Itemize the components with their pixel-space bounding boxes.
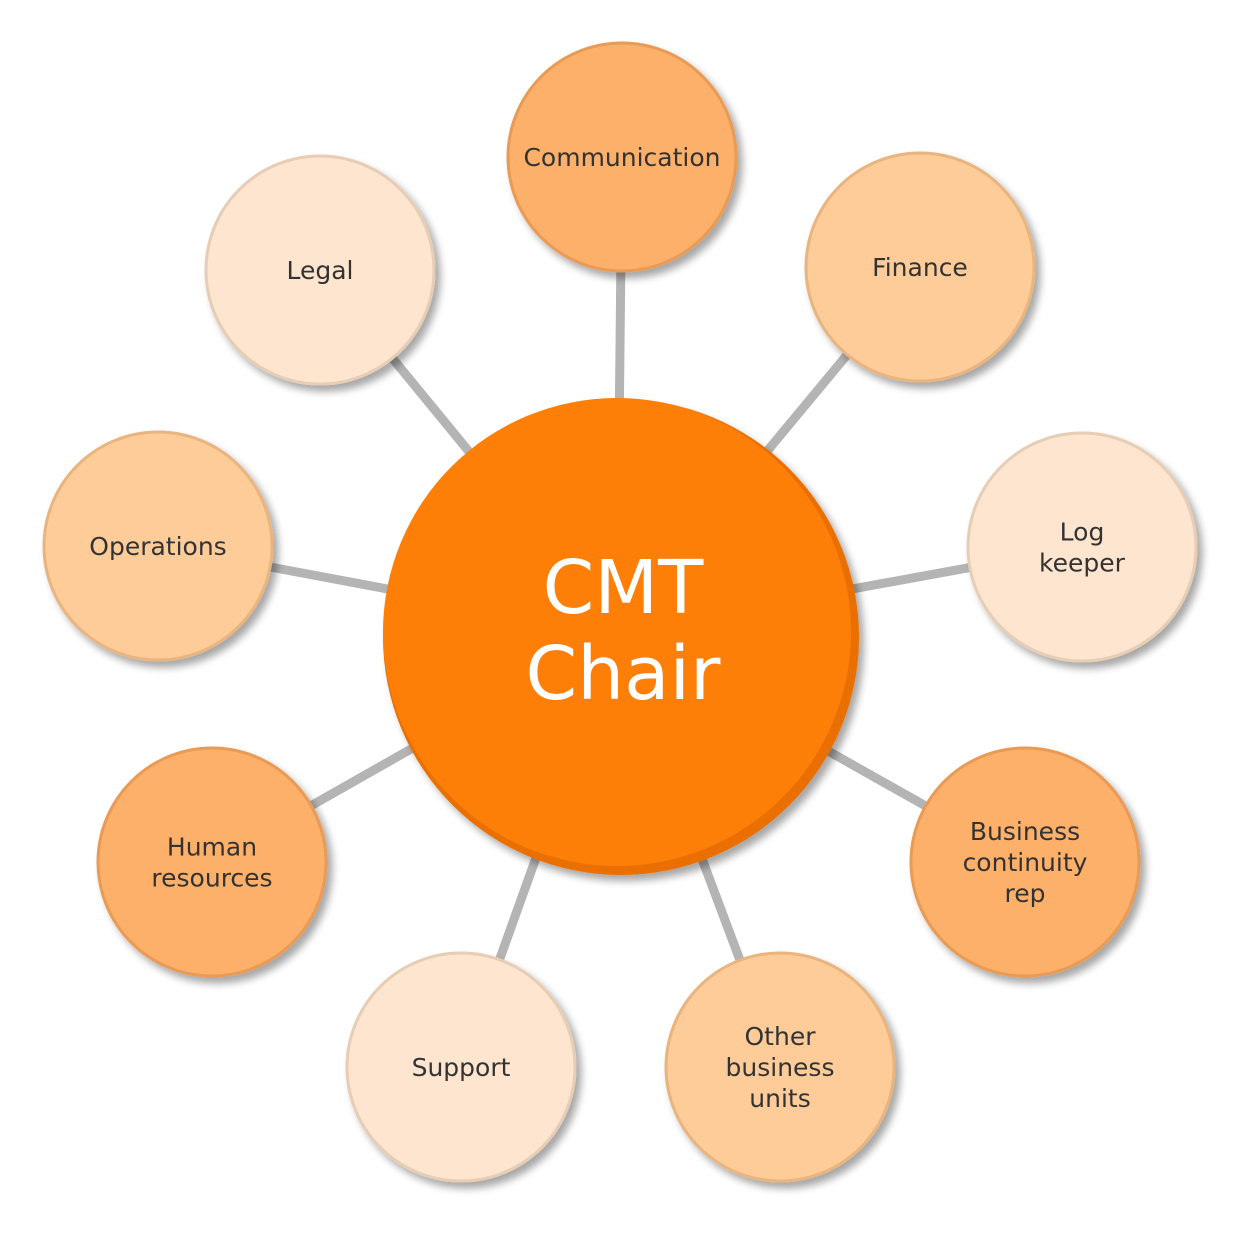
node-label-finance: Finance — [872, 253, 968, 282]
node-support: Support — [345, 951, 577, 1183]
node-label-other-business-units: Other — [745, 1022, 817, 1051]
node-label-support: Support — [412, 1053, 511, 1082]
node-circle-human-resources — [96, 746, 328, 978]
node-circle-operations — [42, 430, 274, 662]
node-circle-business-continuity-rep — [909, 746, 1141, 978]
node-circle-other-business-units — [664, 951, 896, 1183]
node-label-log-keeper: keeper — [1039, 549, 1126, 578]
node-label-log-keeper: Log — [1060, 518, 1105, 547]
connector-communication — [614, 266, 626, 401]
connector-business-continuity-rep — [816, 742, 932, 812]
connector-operations — [265, 561, 390, 594]
node-circle-support — [345, 951, 577, 1183]
node-label-operations: Operations — [89, 532, 226, 561]
node-label-human-resources: Human — [167, 833, 257, 862]
node-operations: Operations — [42, 430, 274, 662]
node-finance: Finance — [804, 151, 1036, 383]
node-circle-communication — [506, 41, 738, 273]
node-circle-log-keeper — [966, 431, 1198, 663]
node-label-business-continuity-rep: continuity — [963, 848, 1088, 877]
node-label-business-continuity-rep: Business — [970, 817, 1080, 846]
node-circle-finance — [804, 151, 1036, 383]
node-label-other-business-units: business — [726, 1053, 835, 1082]
center-label: CMT — [543, 545, 705, 631]
connector-finance — [761, 348, 854, 457]
connector-support — [493, 848, 543, 965]
node-communication: Communication — [506, 41, 738, 273]
node-label-communication: Communication — [523, 143, 720, 172]
node-circle-legal — [204, 154, 436, 386]
node-legal: Legal — [204, 154, 436, 386]
node-label-human-resources: resources — [151, 864, 272, 893]
connectors — [265, 266, 975, 966]
node-label-legal: Legal — [286, 256, 353, 285]
node-label-business-continuity-rep: rep — [1005, 879, 1046, 908]
connector-human-resources — [305, 742, 418, 812]
connector-log-keeper — [844, 562, 975, 595]
connector-other-business-units — [694, 847, 746, 966]
connector-legal — [386, 352, 474, 456]
nodes: CommunicationFinanceLogkeeperBusinesscon… — [42, 41, 1198, 1183]
center-circle — [383, 398, 851, 866]
center-label: Chair — [526, 631, 721, 717]
node-label-other-business-units: units — [749, 1084, 810, 1113]
